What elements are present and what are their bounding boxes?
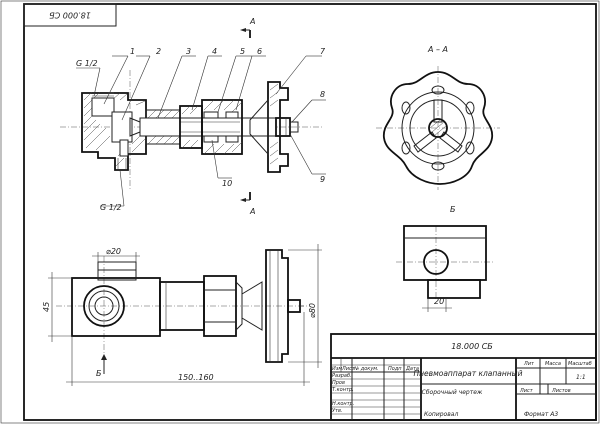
callout-6: 6 <box>257 47 262 56</box>
callout-1: 1 <box>130 47 135 56</box>
dim-dia-20: ⌀20 <box>106 247 121 256</box>
hdr-date: Дата <box>405 366 419 372</box>
main-section-view <box>60 70 322 190</box>
thread-labels: G 1/2 G 1/2 <box>76 59 125 212</box>
thread-label-bottom: G 1/2 <box>100 203 122 212</box>
callout-8: 8 <box>320 90 325 99</box>
callout-4: 4 <box>212 47 217 56</box>
callout-5: 5 <box>240 47 245 56</box>
callout-9: 9 <box>320 175 325 184</box>
callout-7: 7 <box>320 47 326 56</box>
hdr-sign: Подп <box>388 366 402 372</box>
callout-10: 10 <box>222 179 232 188</box>
view-b-marker: Б <box>96 369 102 378</box>
leader-callouts: 1 2 3 4 5 6 7 8 9 10 <box>103 47 326 188</box>
hdr-doc: № докум. <box>353 366 379 372</box>
dim-length: 150..160 <box>178 373 214 382</box>
lower-main-view <box>56 249 310 363</box>
title-block-doc-type: Сборочный чертеж <box>422 389 483 396</box>
title-block-code: 18.000 СБ <box>451 342 493 351</box>
role-razrab: Разраб. <box>332 373 352 379</box>
section-a-a-title: A – A <box>427 45 448 54</box>
col-scale: Масштаб <box>568 361 592 367</box>
corner-code-box: 18.000 СБ <box>23 3 117 27</box>
corner-code-text: 18.000 СБ <box>49 11 91 20</box>
hdr-izm: Изм <box>332 366 342 372</box>
hdr-list: Лист <box>341 366 356 372</box>
sheet-inner-frame <box>23 3 597 421</box>
dim-width-20: 20 <box>434 297 444 306</box>
section-a-a-view: A – A <box>376 45 500 190</box>
thread-label-top: G 1/2 <box>76 59 98 68</box>
sheet-label: Лист <box>519 388 534 394</box>
dim-dia-80: ⌀80 <box>308 303 317 318</box>
callout-3: 3 <box>186 47 191 56</box>
role-utv: Утв. <box>332 408 343 414</box>
lower-dimensions: ⌀20 45 ⌀80 150..160 Б <box>42 244 322 386</box>
view-b: Б 20 <box>396 205 494 312</box>
sheets-label: Листов <box>551 388 571 394</box>
copied-label: Копировал <box>424 411 458 418</box>
role-nkontr: Н.контр. <box>332 401 354 407</box>
section-a-top: A <box>249 17 255 26</box>
dim-height-45: 45 <box>42 302 51 312</box>
title-block-name: Пневмоаппарат клапанный <box>414 369 523 378</box>
section-a-bottom: A <box>249 207 255 216</box>
scale-value: 1:1 <box>576 374 586 381</box>
callout-2: 2 <box>156 47 161 56</box>
view-b-title: Б <box>450 205 456 214</box>
format-label: Формат A3 <box>524 411 558 418</box>
section-a-markers: A A <box>240 17 255 216</box>
col-lit: Лит <box>523 361 535 367</box>
role-tkontr: Т.контр. <box>332 387 354 393</box>
role-prov: Пров <box>332 380 345 386</box>
title-block: 18.000 СБ Пневмоаппарат клапанный Сбороч… <box>330 333 597 421</box>
col-mass: Масса <box>545 361 561 367</box>
